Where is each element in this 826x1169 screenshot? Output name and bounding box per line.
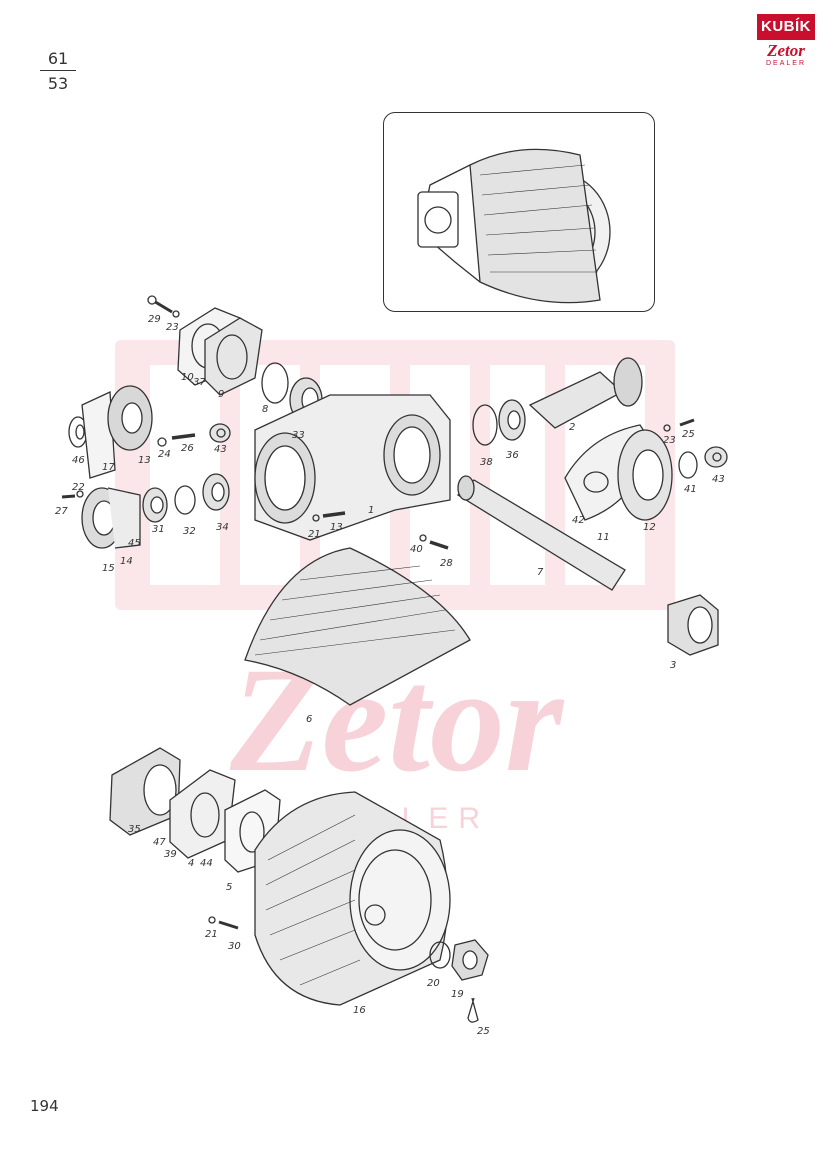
part-shaft-2 [528,357,643,429]
page-code-bottom: 53 [47,74,69,93]
label-34: 34 [216,522,229,533]
part-washer-22 [76,490,84,498]
part-nut-43-right [704,446,728,468]
label-6: 6 [306,714,312,725]
label-28: 28 [440,558,453,569]
label-44: 44 [200,858,213,869]
label-1: 1 [368,505,374,516]
label-13-right: 13 [330,522,343,533]
logo-dealer-text: DEALER [765,60,806,67]
label-41: 41 [684,484,697,495]
label-32: 32 [183,526,196,537]
brand-logo: KUBÍK Zetor DEALER [757,14,815,70]
label-20: 20 [427,978,440,989]
part-ring-38 [472,404,498,446]
label-27: 27 [55,506,68,517]
label-4: 4 [188,858,194,869]
label-12: 12 [643,522,656,533]
part-nut-43-left [209,423,231,443]
part-washer-23-right [663,424,671,432]
label-33: 33 [292,430,305,441]
part-housing-17 [81,385,153,479]
label-23: 23 [166,322,179,333]
page-code-top: 61 [47,49,69,68]
part-cover-12 [617,429,673,521]
part-bolt-26 [171,433,196,440]
part-bearing-36 [498,399,526,441]
part-wheel-16 [254,791,451,1006]
label-7: 7 [537,567,544,578]
label-11: 11 [597,532,610,543]
label-31: 31 [152,524,165,535]
label-24: 24 [158,449,171,460]
part-ring-32 [174,485,196,515]
logo-kubik-text: KUBÍK [757,14,815,40]
part-bolt-30 [218,920,239,930]
label-42: 42 [572,515,585,526]
part-housing-1 [254,394,451,541]
label-9: 9 [218,389,224,400]
label-36: 36 [506,450,519,461]
part-hub-15 [81,487,141,549]
label-35: 35 [128,824,141,835]
label-30: 30 [228,941,241,952]
logo-zetor-text: Zetor [767,41,805,60]
page-code: 61 53 [40,50,76,93]
part-ring-41 [678,451,698,479]
part-bolt-25-right [679,418,695,427]
page-number: 194 [30,1097,59,1115]
part-gear-hub-3 [667,594,719,656]
label-46: 46 [72,455,85,466]
label-37: 37 [193,377,206,388]
assembled-view-frame [383,112,655,312]
assembled-hub-drawing [417,148,611,304]
label-43-right: 43 [712,474,725,485]
label-16: 16 [353,1005,366,1016]
part-bolt-28 [429,540,449,550]
part-washer-40 [419,534,427,542]
part-cotter-pin-25 [467,997,479,1023]
label-3: 3 [670,660,676,671]
label-14: 14 [120,556,133,567]
label-5: 5 [226,882,232,893]
page-code-divider [40,70,76,71]
part-bearing-31 [142,487,168,523]
part-bolt-13 [322,511,346,518]
label-45: 45 [128,538,141,549]
label-19: 19 [451,989,464,1000]
label-17: 17 [102,462,115,473]
part-flange-9 [204,317,263,396]
label-23-right: 23 [663,435,676,446]
part-axle-7 [456,475,626,591]
label-10: 10 [181,372,194,383]
label-15: 15 [102,563,115,574]
label-47: 47 [153,837,166,848]
label-25-right: 25 [682,429,695,440]
label-26: 26 [181,443,194,454]
label-21-top: 21 [308,529,321,540]
label-8: 8 [262,404,268,415]
part-bolt-27 [61,494,76,499]
part-washer-21-bottom [208,916,216,924]
label-25-bottom: 25 [477,1026,490,1037]
label-13-left: 13 [138,455,151,466]
label-38: 38 [480,457,493,468]
label-21-bottom: 21 [205,929,218,940]
part-ring-8 [261,362,289,404]
part-washer-20 [429,941,451,969]
part-nut-19 [451,939,489,981]
label-43-left: 43 [214,444,227,455]
part-bearing-34 [202,473,230,511]
label-2: 2 [569,422,575,433]
label-40: 40 [410,544,423,555]
label-29: 29 [148,314,161,325]
part-washer-21-top [312,514,320,522]
part-bolt-29 [147,295,180,318]
label-22: 22 [72,482,85,493]
part-rim-segment-6 [244,547,471,706]
part-washer-24 [157,437,167,447]
label-39: 39 [164,849,177,860]
